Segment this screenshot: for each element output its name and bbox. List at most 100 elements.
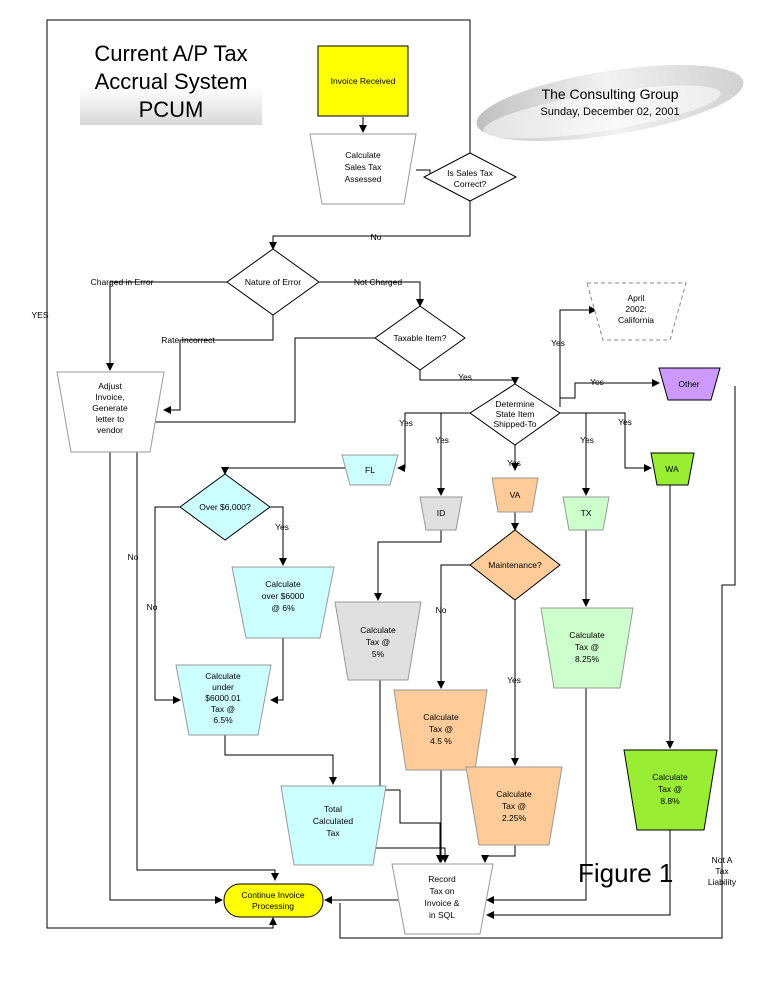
edge-label-yes-left: YES <box>31 310 48 320</box>
label-wa: WA <box>665 464 679 474</box>
edge-calc225-to-record <box>481 845 516 863</box>
label-calc-sales-tax-3: Assessed <box>345 174 382 184</box>
edge-no-to-nature <box>269 201 471 250</box>
edge-over-yes <box>270 506 287 566</box>
node-tx <box>562 496 610 531</box>
label-id: ID <box>437 508 446 518</box>
node-calc-wa-88 <box>623 749 718 831</box>
node-adjust-invoice <box>56 371 165 453</box>
edge-label-charged-in-error: Charged in Error <box>91 277 154 287</box>
node-calc-over-6000 <box>231 566 335 639</box>
edge-fl-to-over <box>221 467 352 475</box>
banner-company: The Consulting Group <box>542 86 679 102</box>
edge-rate-incorrect <box>163 315 274 414</box>
edge-label-yes-fl: Yes <box>399 418 413 428</box>
label-calc-over-1: Calculate <box>265 579 301 589</box>
label-other: Other <box>678 379 699 389</box>
edge-id-to-calc <box>374 530 442 601</box>
label-calc-va45-3: 4.5 % <box>430 736 452 746</box>
label-adjust-1: Adjust <box>98 381 122 391</box>
label-calc-tx-3: 8.25% <box>575 654 600 664</box>
node-labels: Invoice Received Calculate Sales Tax Ass… <box>92 76 700 920</box>
edge-label-no-over: No <box>147 602 158 612</box>
edge-label-not-a-tax-3: Liability <box>708 877 737 887</box>
node-total-calculated <box>280 785 387 866</box>
edge-label-yes-other: Yes <box>590 377 604 387</box>
label-fl: FL <box>365 465 375 475</box>
edge-adjust-to-continue <box>109 452 223 904</box>
label-over-6000: Over $6,000? <box>199 502 251 512</box>
node-calc-va-225 <box>465 766 563 846</box>
edge-under-to-total <box>224 735 337 785</box>
label-calc-va225-3: 2.25% <box>502 813 527 823</box>
label-record-1: Record <box>428 874 456 884</box>
node-calc-id-5 <box>334 601 422 681</box>
label-record-3: Invoice & <box>425 898 460 908</box>
node-is-sales-tax-correct <box>422 152 518 202</box>
edge-label-yes-over: Yes <box>275 522 289 532</box>
connectors <box>46 19 736 939</box>
label-calc-va45-2: Tax @ <box>429 724 453 734</box>
node-nature-of-error <box>226 248 320 316</box>
banner-highlight <box>483 85 721 139</box>
label-calc-va225-1: Calculate <box>496 789 532 799</box>
label-total-3: Tax <box>326 828 340 838</box>
label-tx: TX <box>581 508 592 518</box>
edge-total-to-record <box>370 847 449 863</box>
edge-label-yes-maint: Yes <box>507 675 521 685</box>
label-total-1: Total <box>324 804 342 814</box>
diagram-title-line-1: Current A/P Tax <box>94 41 248 66</box>
edge-label-no-maint: No <box>436 605 447 615</box>
label-is-sales-tax-correct-2: Correct? <box>454 179 487 189</box>
label-calc-wa-2: Tax @ <box>658 784 682 794</box>
figure-caption: Figure 1 <box>578 858 674 888</box>
label-calc-id-3: 5% <box>372 649 385 659</box>
label-va: VA <box>510 490 521 500</box>
label-determine-1: Determine <box>495 399 534 409</box>
edge-to-other <box>560 379 660 399</box>
label-calc-under-4: Tax @ <box>211 704 235 714</box>
label-adjust-2: Invoice, <box>95 392 124 402</box>
diagram-title-box: Current A/P Tax Accrual System PCUM <box>80 40 262 125</box>
label-calc-id-1: Calculate <box>360 625 396 635</box>
label-calc-id-2: Tax @ <box>366 637 390 647</box>
edge-label-yes-va: Yes <box>507 458 521 468</box>
label-calc-under-2: under <box>212 682 234 692</box>
label-calc-tx-2: Tax @ <box>575 642 599 652</box>
label-adjust-4: letter to <box>96 414 125 424</box>
edge-label-yes-wa: Yes <box>618 417 632 427</box>
edge-other-to-continue <box>339 386 736 939</box>
edge-yes-loop <box>46 19 471 929</box>
label-april-2: 2002: <box>625 304 646 314</box>
node-calc-under-6000 <box>175 664 272 736</box>
node-va <box>491 477 539 513</box>
label-calc-tx-1: Calculate <box>569 630 605 640</box>
edge-to-tx <box>560 412 590 496</box>
edge-to-wa <box>586 412 652 472</box>
node-determine-state <box>469 383 561 446</box>
label-determine-3: Shipped-To <box>493 419 536 429</box>
edge-calc825-to-record <box>486 688 587 904</box>
node-invoice-received <box>317 45 409 117</box>
edge-calc88-to-record <box>486 830 671 919</box>
diagram-title-line-2: Accrual System <box>94 69 248 94</box>
node-april-2002 <box>586 282 687 341</box>
node-calc-sales-tax <box>309 133 417 205</box>
node-calc-tx-825 <box>540 607 634 689</box>
node-id <box>419 496 463 531</box>
node-fl <box>341 454 399 486</box>
edge-label-not-a-tax-1: Not A <box>712 855 733 865</box>
company-banner: The Consulting Group Sunday, December 02… <box>476 64 744 142</box>
node-other <box>658 367 721 401</box>
edge-not-charged <box>319 281 424 307</box>
node-continue-processing <box>223 883 324 918</box>
label-calc-va45-1: Calculate <box>423 712 459 722</box>
label-calc-va225-2: Tax @ <box>502 801 526 811</box>
label-record-2: Tax on <box>429 886 454 896</box>
label-april-3: California <box>618 315 654 325</box>
label-continue-1: Continue Invoice <box>241 890 305 900</box>
edge-labels: No Charged in Error Not Charged Rate Inc… <box>31 232 736 887</box>
label-calc-sales-tax-2: Sales Tax <box>345 162 382 172</box>
node-record-tax <box>391 863 494 935</box>
